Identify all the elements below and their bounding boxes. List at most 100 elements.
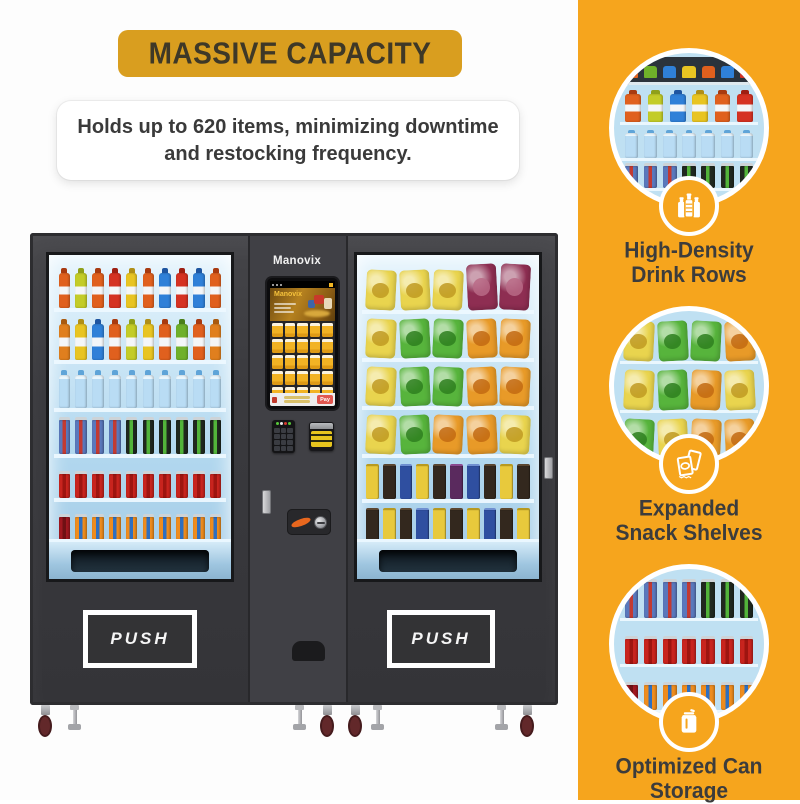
product-item — [398, 414, 431, 455]
product-item — [124, 262, 139, 308]
product-item — [365, 318, 397, 359]
product-item — [719, 161, 736, 188]
product-item — [623, 125, 640, 158]
product-card — [297, 355, 308, 369]
product-item — [517, 508, 530, 541]
product-item — [466, 463, 480, 499]
product-card — [297, 387, 308, 393]
product-item — [689, 319, 722, 362]
keypad-key — [280, 446, 287, 451]
product-item — [366, 463, 379, 499]
product-item — [642, 191, 659, 203]
product-card — [322, 339, 333, 353]
screen-hero-banner: Manovix — [270, 288, 335, 321]
collage-item — [308, 300, 315, 308]
product-item — [739, 65, 753, 78]
product-item — [91, 312, 106, 360]
product-row — [362, 314, 534, 362]
product-item — [661, 573, 678, 619]
product-item — [57, 458, 72, 498]
leveling-foot — [293, 705, 306, 737]
product-item — [719, 191, 736, 203]
product-row — [362, 410, 534, 458]
product-row — [620, 125, 758, 161]
product-card — [272, 371, 283, 385]
caption-line: Snack Shelves — [615, 521, 763, 546]
product-item — [433, 508, 446, 541]
leveling-foot — [68, 705, 81, 737]
status-badge-icon — [329, 282, 333, 287]
feature-sidebar: High-Density Drink Rows — [578, 0, 800, 804]
product-item — [735, 85, 755, 122]
product-grid — [270, 321, 335, 393]
product-row — [620, 85, 758, 125]
push-flap-right: PUSH — [387, 610, 495, 668]
product-item — [398, 366, 431, 407]
product-item — [158, 364, 173, 408]
product-card — [297, 323, 308, 337]
keypad-keys — [274, 428, 293, 451]
coin-lock-dial — [314, 515, 328, 529]
brand-swoosh-icon — [290, 515, 311, 529]
product-item — [700, 573, 717, 619]
bill-acceptor-bezel — [310, 423, 333, 429]
product-card — [322, 371, 333, 385]
product-item — [74, 458, 89, 498]
product-item — [91, 502, 106, 540]
product-item — [91, 412, 106, 454]
coin-return-panel — [287, 509, 331, 535]
product-item — [517, 463, 530, 499]
product-row — [54, 502, 226, 544]
product-item — [500, 508, 514, 541]
product-item — [723, 368, 756, 411]
product-item — [208, 364, 223, 408]
drinks-window — [46, 252, 234, 582]
product-item — [642, 621, 659, 665]
caption-line: High-Density — [624, 238, 754, 263]
product-item — [499, 263, 532, 311]
product-item — [642, 161, 659, 188]
product-item — [175, 364, 190, 408]
drink-shelves — [49, 255, 231, 579]
product-item — [91, 262, 106, 308]
product-row — [362, 458, 534, 503]
keypad-key — [274, 434, 280, 439]
product-item — [158, 312, 173, 360]
door-seam — [346, 236, 348, 702]
hero-text-line — [274, 303, 296, 305]
product-item — [191, 262, 206, 308]
product-item — [141, 312, 156, 360]
keypad-key — [280, 428, 287, 433]
product-item — [91, 364, 106, 408]
product-item — [124, 364, 139, 408]
product-row — [620, 57, 758, 85]
product-item — [700, 621, 717, 665]
keypad-key — [280, 434, 287, 439]
vending-machine: Manovix Manovix — [30, 233, 558, 748]
product-item — [656, 319, 689, 362]
product-item — [124, 502, 139, 540]
product-item — [449, 508, 463, 541]
product-item — [700, 125, 717, 158]
feature-can-storage: Optimized Can Storage — [609, 564, 769, 804]
product-item — [141, 412, 156, 454]
product-card — [297, 371, 308, 385]
product-item — [366, 508, 379, 541]
door-lock-handle — [262, 490, 271, 514]
product-row — [54, 458, 226, 502]
pay-button: Pay — [317, 395, 333, 404]
collage-item — [324, 298, 332, 309]
product-item — [719, 125, 736, 158]
keypad-key — [287, 440, 293, 445]
product-item — [57, 364, 72, 408]
keypad-key — [274, 428, 280, 433]
dispense-slot — [378, 549, 518, 572]
keypad-status-lights — [274, 422, 293, 426]
card-reader-keypad — [272, 420, 295, 453]
product-card — [322, 387, 333, 393]
product-item — [57, 412, 72, 454]
product-card — [272, 323, 283, 337]
caster-wheel — [320, 705, 334, 743]
push-label: PUSH — [411, 629, 471, 648]
